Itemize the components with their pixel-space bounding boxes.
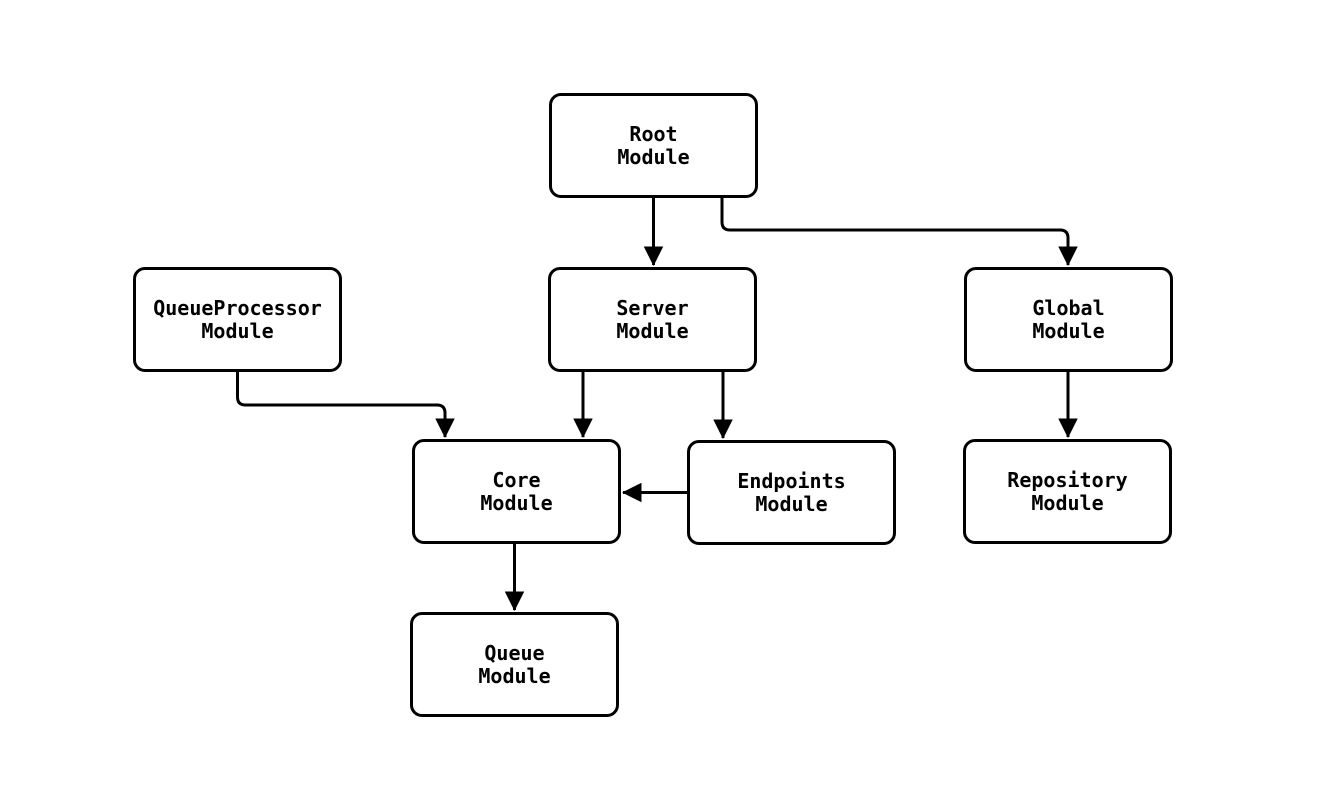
node-label: Server Module: [616, 295, 689, 343]
node-repository-module: Repository Module: [963, 439, 1172, 544]
node-label: QueueProcessor Module: [153, 295, 322, 343]
node-label: Core Module: [480, 467, 553, 515]
node-label: Repository Module: [1007, 467, 1128, 515]
edge-root-to-global: [720, 198, 1078, 266]
node-core-module: Core Module: [412, 439, 621, 544]
node-label: Endpoints Module: [737, 468, 846, 516]
node-queueprocessor-module: QueueProcessor Module: [133, 267, 342, 372]
node-label: Root Module: [617, 121, 690, 169]
node-label: Global Module: [1032, 295, 1105, 343]
node-endpoints-module: Endpoints Module: [687, 440, 896, 545]
node-server-module: Server Module: [548, 267, 757, 372]
edge-queueprocessor-to-core: [236, 372, 455, 438]
node-global-module: Global Module: [964, 267, 1173, 372]
node-root-module: Root Module: [549, 93, 758, 198]
node-queue-module: Queue Module: [410, 612, 619, 717]
node-label: Queue Module: [478, 640, 551, 688]
